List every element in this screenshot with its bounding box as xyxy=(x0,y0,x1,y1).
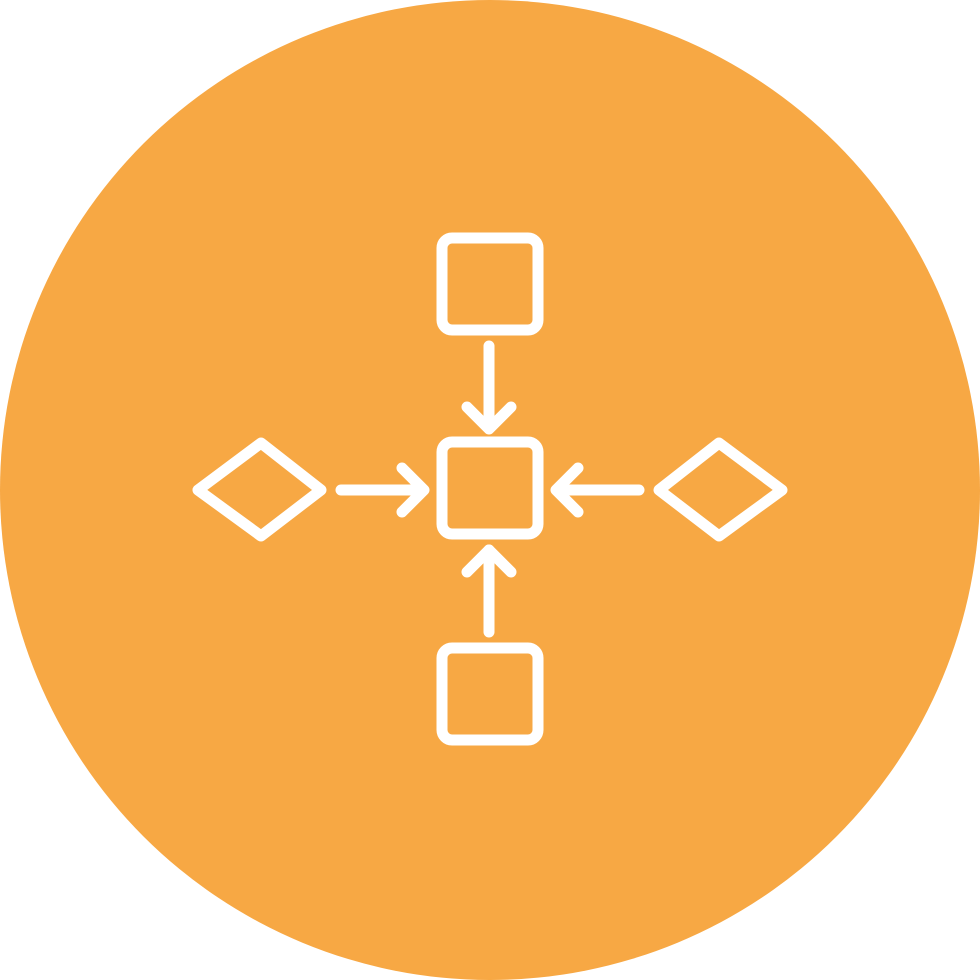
arrow-down-icon xyxy=(461,340,517,435)
right-diamond-node xyxy=(653,437,788,542)
top-square-node xyxy=(436,232,544,336)
left-diamond-node xyxy=(192,437,327,542)
bottom-square-node xyxy=(436,642,544,746)
arrow-left-icon xyxy=(550,462,645,518)
center-square-node xyxy=(436,436,544,540)
arrow-up-icon xyxy=(461,544,517,638)
arrow-right-icon xyxy=(335,462,430,518)
